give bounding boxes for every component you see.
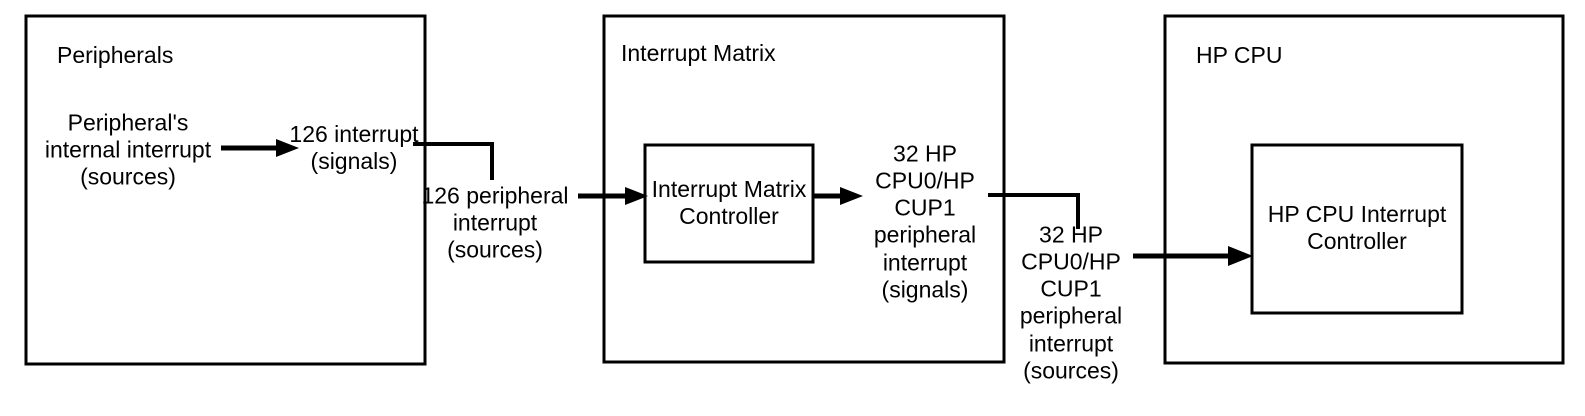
group-title-hp-cpu: HP CPU — [1196, 42, 1283, 68]
block-label-interrupt-matrix-controller: Interrupt Matrix Controller — [651, 175, 807, 229]
block-label-hp-cpu-interrupt-controller: HP CPU Interrupt Controller — [1267, 200, 1447, 254]
elbow-connector-32hp — [988, 193, 1080, 229]
label-126-peripheral-interrupt-sources: 126 peripheral interrupt (sources) — [421, 182, 569, 263]
label-126-interrupt-signals: 126 interrupt (signals) — [289, 120, 419, 174]
label-peripheral-internal-interrupt-sources: Peripheral's internal interrupt (sources… — [44, 109, 212, 190]
arrow-126-to-matrix-controller — [578, 187, 648, 205]
label-32-hp-peripheral-interrupt-signals: 32 HP CPU0/HP CUP1 peripheral interrupt … — [873, 140, 977, 303]
block-interrupt-matrix-controller[interactable] — [643, 143, 815, 264]
group-box-peripherals[interactable] — [24, 14, 427, 366]
group-title-interrupt-matrix: Interrupt Matrix — [621, 40, 776, 66]
arrow-32hp-to-hp-cpu-controller — [1133, 246, 1253, 266]
label-32-hp-peripheral-interrupt-sources: 32 HP CPU0/HP CUP1 peripheral interrupt … — [1019, 221, 1123, 384]
arrow-matrix-controller-to-32hp — [814, 187, 863, 205]
elbow-connector-126 — [413, 142, 494, 180]
arrow-peripheral-to-signals — [221, 139, 299, 157]
group-title-peripherals: Peripherals — [57, 42, 174, 68]
block-hp-cpu-interrupt-controller[interactable] — [1250, 143, 1464, 315]
